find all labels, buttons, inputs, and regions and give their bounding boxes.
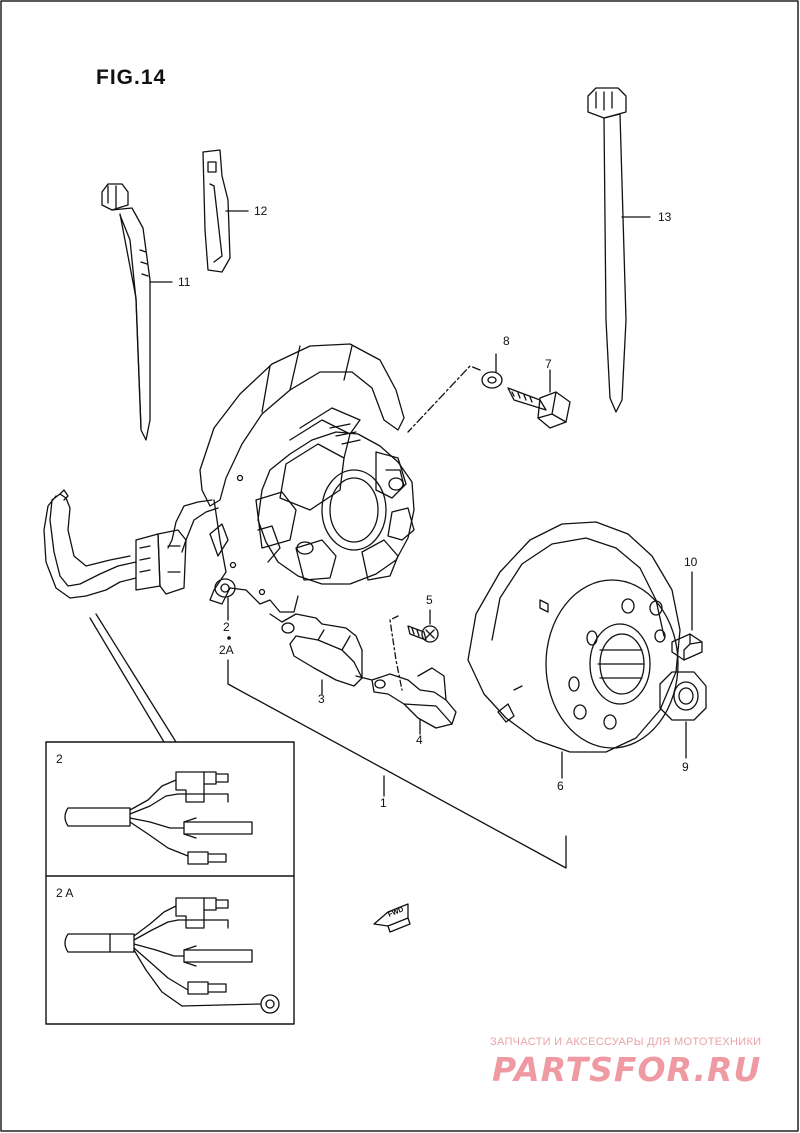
- callout-2a: 2A: [219, 643, 234, 657]
- inset-label-2a: 2 A: [56, 886, 74, 900]
- callout-9: 9: [682, 760, 689, 774]
- bolt-7: [507, 387, 571, 429]
- screw-5: [407, 625, 439, 643]
- watermark-tagline: ЗАПЧАСТИ И АКСЕССУАРЫ ДЛЯ МОТОТЕХНИКИ: [490, 1036, 762, 1048]
- sensor-bracket-4: [355, 667, 457, 729]
- inset-2-harness: [64, 771, 253, 865]
- callout-2: 2: [223, 620, 230, 634]
- stator-plate: [199, 343, 405, 613]
- inset-box: [45, 741, 295, 1025]
- callout-13: 13: [658, 210, 672, 224]
- centerline-screw: [389, 615, 403, 691]
- clamp-12: [202, 149, 231, 273]
- callout-3: 3: [318, 692, 325, 706]
- washer-8: [481, 371, 503, 389]
- rotor-6: [467, 521, 681, 753]
- fwd-arrow-icon: [373, 903, 411, 933]
- callout-5: 5: [426, 593, 433, 607]
- callout-dot: [227, 636, 231, 640]
- wire-grommet: [214, 578, 236, 598]
- stator-core: [255, 407, 415, 585]
- callout-4: 4: [416, 733, 423, 747]
- inset-label-2: 2: [56, 752, 63, 766]
- callout-10: 10: [684, 555, 698, 569]
- key-10: [671, 633, 703, 661]
- inset-2a-harness: [64, 897, 280, 1014]
- callout-12: 12: [254, 204, 268, 218]
- callout-11: 11: [178, 275, 191, 289]
- inset-pointer-right: [95, 613, 177, 743]
- cable-tie-13: [587, 87, 627, 413]
- cable-tie-11: [101, 183, 151, 441]
- watermark-logo: PARTSFOR.RU: [492, 1050, 762, 1089]
- figure-title: FIG.14: [96, 66, 167, 89]
- leader-1-assembly: [227, 659, 567, 869]
- callout-7: 7: [545, 357, 552, 371]
- callout-1: 1: [380, 796, 387, 810]
- harness: [43, 489, 229, 599]
- callout-8: 8: [503, 334, 510, 348]
- centerline-bolt: [407, 365, 481, 433]
- nut-9: [659, 671, 707, 721]
- pickup-coil-3: [269, 613, 363, 687]
- callout-6: 6: [557, 779, 564, 793]
- inset-pointer-left: [89, 617, 165, 743]
